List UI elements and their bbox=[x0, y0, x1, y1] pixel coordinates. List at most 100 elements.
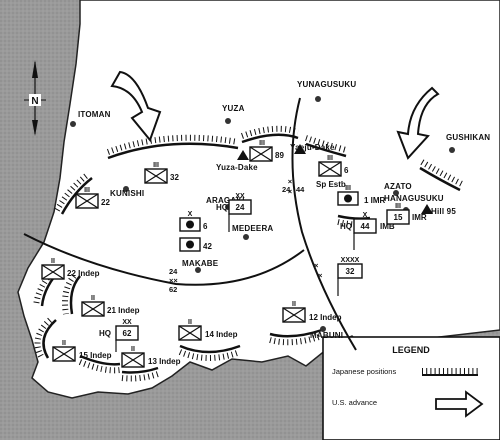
unit-1-imr: III 1 IMR bbox=[337, 185, 386, 206]
svg-text:22: 22 bbox=[101, 198, 110, 207]
svg-text:III: III bbox=[395, 203, 401, 210]
medeera-dot bbox=[243, 234, 249, 240]
unit-15-imr: III 15 IMR bbox=[386, 203, 427, 225]
svg-text:6: 6 bbox=[344, 166, 349, 175]
boundary-x-mark: × bbox=[314, 261, 319, 270]
svg-text:1 IMR: 1 IMR bbox=[364, 196, 386, 205]
unit-12-indep: II 12 Indep bbox=[282, 301, 342, 323]
place-kunishi: KUNISHI bbox=[110, 189, 144, 198]
legend-title: LEGEND bbox=[392, 345, 430, 355]
svg-text:32: 32 bbox=[346, 267, 355, 276]
boundary-x-mark: ×× bbox=[169, 276, 178, 285]
unit-15-indep: II 15 Indep bbox=[52, 340, 112, 362]
unit-62-hq-division: XX 62 HQ bbox=[99, 319, 139, 352]
unit-32-regiment: III 32 bbox=[144, 162, 179, 184]
yuza-dake-peak-icon bbox=[237, 150, 249, 160]
svg-text:12 Indep: 12 Indep bbox=[309, 313, 342, 322]
svg-text:62: 62 bbox=[123, 329, 132, 338]
legend-us-advance-arrow-icon bbox=[435, 390, 484, 418]
place-itoman: ITOMAN bbox=[78, 110, 111, 119]
unit-13-indep: II 13 Indep bbox=[121, 346, 181, 368]
svg-text:24: 24 bbox=[236, 203, 245, 212]
azato-dot bbox=[393, 190, 399, 196]
place-yunagusuku: YUNAGUSUKU bbox=[297, 80, 356, 89]
svg-text:32: 32 bbox=[170, 173, 179, 182]
place-azato: AZATO bbox=[384, 182, 412, 191]
boundary-label-62: 62 bbox=[169, 285, 177, 294]
svg-text:II: II bbox=[188, 319, 192, 326]
legend-japanese-positions-symbol bbox=[422, 368, 478, 376]
boundary-x-mark: × bbox=[318, 271, 323, 280]
unit-22-indep: II 22 Indep bbox=[41, 258, 100, 280]
svg-text:44: 44 bbox=[361, 222, 370, 231]
svg-text:Sp Estb: Sp Estb bbox=[316, 180, 346, 189]
unit-24-hq-division: XX 24 HQ bbox=[216, 193, 252, 232]
japanese-positions bbox=[40, 133, 461, 374]
svg-text:15 Indep: 15 Indep bbox=[79, 351, 112, 360]
boundary-label-44: 44 bbox=[296, 185, 305, 194]
boundary-line-24-62 bbox=[23, 233, 305, 286]
svg-text:22 Indep: 22 Indep bbox=[67, 269, 100, 278]
svg-text:III: III bbox=[259, 140, 265, 147]
place-hill-95: Hill 95 bbox=[431, 207, 456, 216]
hill-95-peak-icon bbox=[421, 204, 433, 214]
place-yuza-dake: Yuza-Dake bbox=[216, 163, 258, 172]
unit-21-indep: II 21 Indep bbox=[81, 295, 140, 317]
svg-text:II: II bbox=[91, 295, 95, 302]
yuza-dot bbox=[225, 118, 231, 124]
place-medeera: MEDEERA bbox=[232, 224, 273, 233]
svg-text:13 Indep: 13 Indep bbox=[148, 357, 181, 366]
itoman-dot bbox=[70, 121, 76, 127]
svg-text:X: X bbox=[188, 211, 193, 218]
legend-box bbox=[322, 336, 500, 440]
place-yaeju-dake: Yaeju-Dake bbox=[290, 143, 335, 152]
boundary-x-mark: × bbox=[288, 187, 293, 196]
yaeju-dake-peak-icon bbox=[294, 144, 306, 154]
place-makabe: MAKABE bbox=[182, 259, 219, 268]
legend-us-advance-label: U.S. advance bbox=[332, 398, 377, 407]
svg-text:II: II bbox=[51, 258, 55, 265]
svg-text:II: II bbox=[62, 340, 66, 347]
japanese-positions-ticks bbox=[33, 125, 464, 382]
yunagusuku-dot bbox=[315, 96, 321, 102]
svg-text:XXXX: XXXX bbox=[341, 257, 360, 264]
us-advance-arrow-west bbox=[110, 70, 162, 143]
legend-japanese-positions-label: Japanese positions bbox=[332, 367, 396, 376]
boundary-label-24: 24 bbox=[282, 185, 291, 194]
kunishi-dot bbox=[123, 186, 129, 192]
place-hanagusuku: HANAGUSUKU bbox=[384, 194, 444, 203]
svg-text:6: 6 bbox=[203, 222, 208, 231]
svg-text:X: X bbox=[363, 212, 368, 219]
svg-text:III: III bbox=[153, 162, 159, 169]
boundary-x-mark: × bbox=[288, 177, 293, 186]
us-advance-arrow-east bbox=[396, 86, 440, 160]
place-mabuni: MABUNI bbox=[310, 331, 343, 340]
svg-text:HQ: HQ bbox=[216, 203, 228, 212]
svg-text:III: III bbox=[327, 155, 333, 162]
unit-42-regiment: 42 bbox=[179, 237, 212, 252]
svg-text:XX: XX bbox=[235, 193, 245, 200]
unit-14-indep: II 14 Indep bbox=[178, 319, 238, 341]
svg-text:IMR: IMR bbox=[412, 213, 427, 222]
svg-text:II: II bbox=[292, 301, 296, 308]
svg-text:21 Indep: 21 Indep bbox=[107, 306, 140, 315]
svg-text:89: 89 bbox=[275, 151, 284, 160]
svg-text:III: III bbox=[345, 185, 351, 192]
svg-text:42: 42 bbox=[203, 242, 212, 251]
svg-text:II: II bbox=[131, 346, 135, 353]
boundary-label-24b: 24 bbox=[169, 267, 178, 276]
mabuni-dot bbox=[320, 326, 326, 332]
north-arrow-icon bbox=[24, 60, 46, 136]
unit-6-regiment: X 6 bbox=[179, 211, 208, 232]
svg-text:15: 15 bbox=[394, 213, 403, 222]
unit-89-regiment: III 89 bbox=[249, 140, 284, 162]
svg-text:14 Indep: 14 Indep bbox=[205, 330, 238, 339]
place-yuza: YUZA bbox=[222, 104, 245, 113]
unit-32-hq-army: XXXX 32 bbox=[337, 257, 363, 296]
gushikan-dot bbox=[449, 147, 455, 153]
svg-text:III: III bbox=[84, 187, 90, 194]
svg-text:HQ: HQ bbox=[99, 329, 111, 338]
unit-6-sp-estb: III 6 Sp Estb bbox=[316, 155, 349, 189]
svg-text:HQ: HQ bbox=[340, 222, 352, 231]
